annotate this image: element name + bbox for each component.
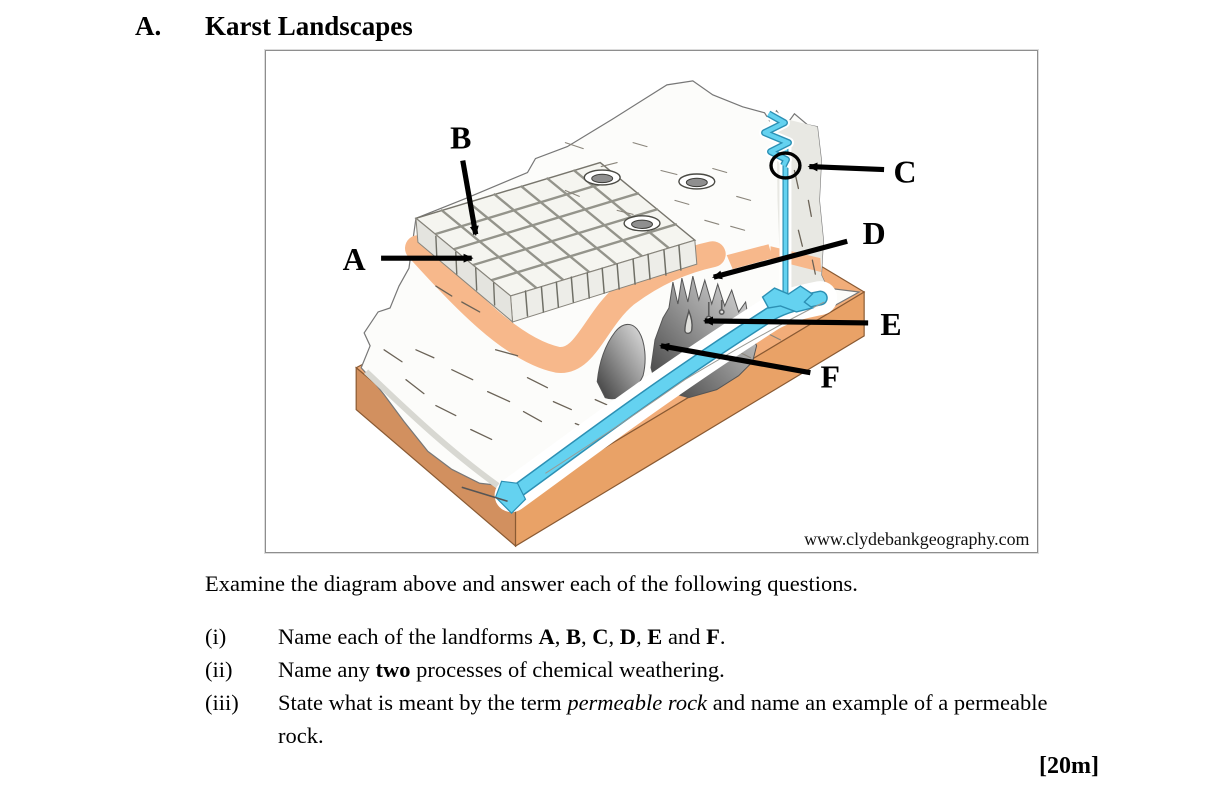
question-number: (ii)	[205, 657, 233, 682]
diagram-label-e: E	[880, 307, 901, 342]
instruction-text: Examine the diagram above and answer eac…	[205, 571, 858, 596]
circle-marker-c	[769, 151, 802, 180]
question-row: (i) Name each of the landforms A, B, C, D…	[205, 620, 1115, 653]
question-text: State what is meant by the term permeabl…	[278, 690, 1048, 748]
waterfall-pool	[761, 285, 814, 313]
grikes	[524, 244, 682, 317]
label-arrow-b	[460, 160, 479, 237]
sinkholes	[583, 169, 716, 232]
section-letter: A.	[135, 11, 162, 41]
question-text: Name each of the landforms A, B, C, D, E…	[278, 624, 726, 649]
marks-badge: [20m]	[1039, 753, 1099, 779]
question-row: (iii) State what is meant by the term per…	[205, 686, 1115, 752]
river-resurgence	[494, 480, 527, 515]
diagram-label-a: A	[343, 242, 366, 277]
label-arrow-d	[712, 238, 848, 280]
section-title: Karst Landscapes	[205, 11, 413, 41]
river	[461, 281, 838, 515]
karst-diagram-figure: A B C D E F www.clydebankgeography.com	[264, 49, 1039, 554]
karst-diagram-svg: A B C D E F www.clydebankgeography.com	[343, 80, 1030, 549]
diagram-label-f: F	[821, 360, 840, 395]
sinkhole	[583, 169, 621, 186]
question-row: (ii) Name any two processes of chemical w…	[205, 653, 1115, 686]
diagram-label-b: B	[450, 121, 471, 156]
sinking-stream	[759, 108, 794, 168]
question-text: Name any two processes of chemical weath…	[278, 657, 725, 682]
question-number: (i)	[205, 624, 227, 649]
question-number: (iii)	[205, 690, 239, 715]
label-arrow-f	[659, 342, 811, 376]
watermark: www.clydebankgeography.com	[804, 529, 1029, 549]
sinkhole	[623, 215, 661, 232]
diagram-label-d: D	[863, 216, 886, 251]
rock-cracks	[383, 142, 816, 441]
diagram-label-c: C	[893, 154, 916, 189]
label-annotations: A B C D E F	[343, 121, 917, 395]
label-arrow-e	[702, 316, 869, 326]
question-list: (i) Name each of the landforms A, B, C, D…	[205, 620, 1115, 752]
limestone-pavement	[414, 161, 698, 324]
label-arrow-c	[807, 162, 885, 173]
sinkhole	[678, 173, 716, 190]
stalagmite	[684, 308, 693, 335]
